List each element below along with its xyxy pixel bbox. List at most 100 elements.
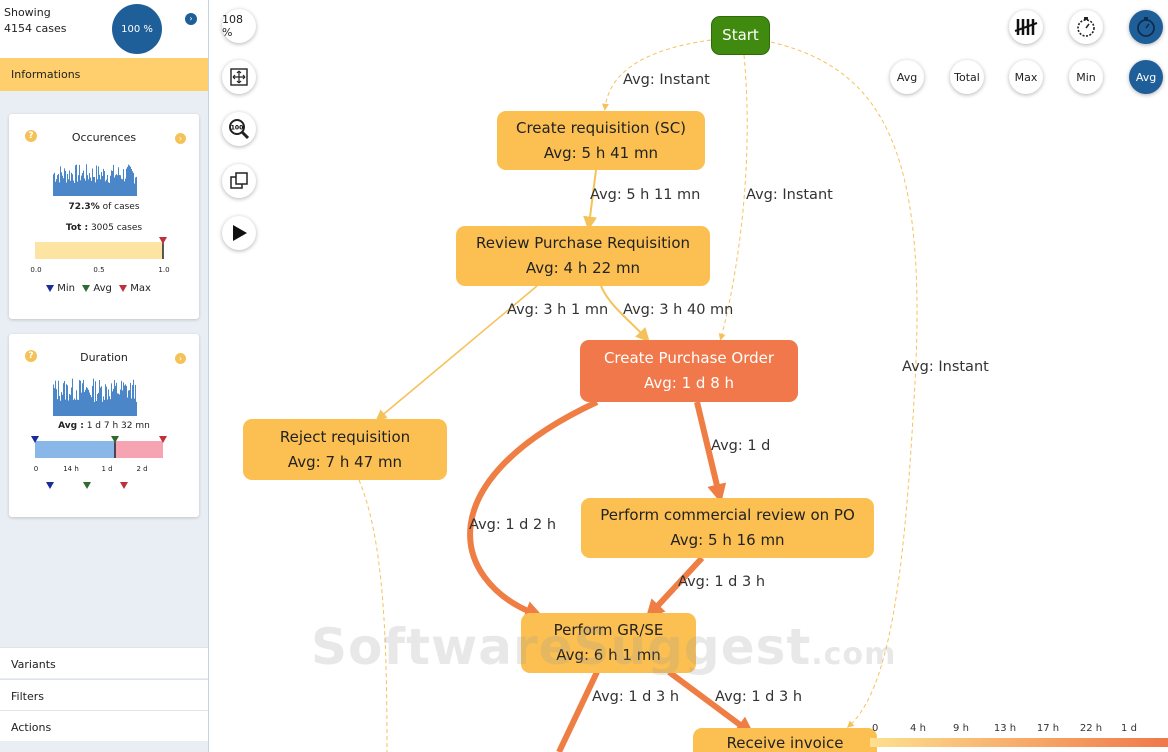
export-icon[interactable] xyxy=(222,164,256,198)
activity-name: Create requisition (SC) xyxy=(515,118,687,137)
edge-create-req-review xyxy=(583,169,598,231)
edge-create-po-commercial xyxy=(694,401,727,504)
activity-avg: Avg: 6 h 1 mn xyxy=(556,646,661,664)
occurrences-total: Tot : 3005 cases xyxy=(9,223,199,233)
occurrences-percent: 72.3% of cases xyxy=(9,202,199,212)
occurrences-total-label: Tot : xyxy=(65,223,89,233)
metric-max-button[interactable]: Max xyxy=(1009,60,1043,94)
zoom-100-icon[interactable]: 100 xyxy=(222,112,256,146)
duration-avg-value: 1 d 7 h 32 mn xyxy=(86,421,150,431)
actions-menu-item[interactable]: Actions xyxy=(0,710,208,741)
occ-scale-1: 0.5 xyxy=(93,266,105,274)
duration-markers xyxy=(46,480,129,491)
informations-tab[interactable]: Informations xyxy=(0,58,208,91)
case-summary: Showing 4154 cases 100 % › xyxy=(0,0,208,58)
edge-label: Avg: 1 d 2 h xyxy=(469,517,557,533)
occ-scale-0: 0.0 xyxy=(30,266,42,274)
filters-menu-item[interactable]: Filters xyxy=(0,679,208,710)
activity-review-requisition[interactable]: Review Purchase Requisition Avg: 4 h 22 … xyxy=(456,226,710,286)
duration-mode-icon[interactable] xyxy=(1129,10,1163,44)
help-icon[interactable]: ? xyxy=(25,350,37,362)
occurrences-percent-text: of cases xyxy=(102,202,140,212)
edge-label: Avg: 1 d 3 h xyxy=(678,574,766,590)
activity-commercial-review[interactable]: Perform commercial review on PO Avg: 5 h… xyxy=(581,498,874,558)
play-icon[interactable] xyxy=(222,216,256,250)
activity-avg: Avg: 5 h 16 mn xyxy=(670,531,785,549)
duration-avg-label: Avg : xyxy=(58,421,84,431)
process-map-canvas[interactable]: 108 % 100 Avg Total Max Min Avg Start Cr… xyxy=(209,0,1168,752)
chevron-right-icon[interactable]: › xyxy=(175,353,186,364)
sidebar: Showing 4154 cases 100 % › Informations … xyxy=(0,0,209,752)
start-label: Start xyxy=(722,26,759,44)
activity-avg: Avg: 1 d 8 h xyxy=(643,374,735,392)
metric-min-button[interactable]: Min xyxy=(1069,60,1103,94)
activity-reject-requisition[interactable]: Reject requisition Avg: 7 h 47 mn xyxy=(243,419,447,480)
duration-card: ? Duration › Avg : 1 d 7 h 32 mn 0 14 h … xyxy=(9,334,199,517)
scale-tick: 9 h xyxy=(953,723,969,734)
watermark: SoftwareSuggest.com xyxy=(311,618,896,676)
edge-grse-receive-invoice xyxy=(667,669,755,736)
edge-reject-down xyxy=(358,479,388,752)
edge-label: Avg: 1 d 3 h xyxy=(715,689,803,705)
stats-legend: Min Avg Max xyxy=(46,283,151,294)
scale-tick: 17 h xyxy=(1036,723,1060,734)
activity-receive-invoice[interactable]: Receive invoice xyxy=(693,728,877,752)
edge-label: Avg: 5 h 11 mn xyxy=(590,187,701,203)
filters-label: Filters xyxy=(11,690,44,703)
activity-gr-se[interactable]: Perform GR/SE Avg: 6 h 1 mn xyxy=(521,613,696,673)
edge-label: Avg: 3 h 1 mn xyxy=(507,302,609,318)
frequency-icon[interactable] xyxy=(1009,10,1043,44)
fit-screen-icon[interactable] xyxy=(222,60,256,94)
metric-total-button[interactable]: Total xyxy=(950,60,984,94)
legend-avg: Avg xyxy=(93,283,112,294)
metric-avg-button[interactable]: Avg xyxy=(890,60,924,94)
process-map-edges xyxy=(358,39,918,752)
watermark-suffix: .com xyxy=(811,637,897,672)
chevron-right-icon[interactable]: › xyxy=(185,13,197,25)
activity-create-requisition[interactable]: Create requisition (SC) Avg: 5 h 41 mn xyxy=(497,111,705,170)
zoom-level-button[interactable]: 108 % xyxy=(222,9,256,43)
scale-tick: 4 h xyxy=(910,723,926,734)
edge-commercial-grse xyxy=(645,555,705,620)
edge-label: Avg: Instant xyxy=(623,72,710,88)
max-marker-icon xyxy=(119,284,128,292)
edge-start-create-po xyxy=(718,54,748,341)
variants-menu-item[interactable]: Variants xyxy=(0,647,208,678)
activity-name: Perform commercial review on PO xyxy=(600,506,855,524)
activity-name: Receive invoice xyxy=(726,734,844,752)
showing-label: Showing xyxy=(4,6,51,19)
avg-marker-icon xyxy=(82,284,91,292)
help-icon[interactable]: ? xyxy=(25,130,37,142)
activity-name: Review Purchase Requisition xyxy=(475,234,691,252)
timer-icon[interactable] xyxy=(1069,10,1103,44)
svg-text:100: 100 xyxy=(231,125,244,132)
edge-review-reject xyxy=(375,285,538,421)
edge-start-receive-invoice xyxy=(770,41,918,728)
cases-percent-badge: 100 % xyxy=(112,4,162,54)
start-node[interactable]: Start xyxy=(711,16,770,55)
edge-label: Avg: 1 d 3 h xyxy=(592,689,680,705)
dur-scale-1: 14 h xyxy=(63,465,79,473)
activity-name: Perform GR/SE xyxy=(553,621,664,639)
edge-label: Avg: 3 h 40 mn xyxy=(623,302,734,318)
informations-tab-label: Informations xyxy=(11,68,81,81)
scale-tick: 1 d xyxy=(1121,723,1137,734)
occurrences-card: ? Occurences › 72.3% of cases Tot : 3005… xyxy=(9,114,199,319)
metric-avg-active-button[interactable]: Avg xyxy=(1129,60,1163,94)
edge-start-create-req xyxy=(602,39,712,111)
edge-label: Avg: 1 d xyxy=(711,438,771,454)
min-marker-icon xyxy=(46,481,54,489)
activity-avg: Avg: 7 h 47 mn xyxy=(287,452,403,471)
scale-tick: 0 xyxy=(872,723,879,734)
dur-scale-2: 1 d xyxy=(101,465,113,473)
cases-count: 4154 cases xyxy=(4,22,67,35)
activity-avg: Avg: 4 h 22 mn xyxy=(525,259,641,277)
occurrences-title: Occurences xyxy=(71,131,137,144)
occ-scale-2: 1.0 xyxy=(158,266,170,274)
occurrences-histogram xyxy=(53,164,137,196)
activity-create-purchase-order[interactable]: Create Purchase Order Avg: 1 d 8 h xyxy=(580,340,798,402)
duration-title: Duration xyxy=(80,351,128,364)
chevron-right-icon[interactable]: › xyxy=(175,133,186,144)
activity-name: Create Purchase Order xyxy=(603,349,775,367)
duration-range-bar xyxy=(31,436,167,458)
